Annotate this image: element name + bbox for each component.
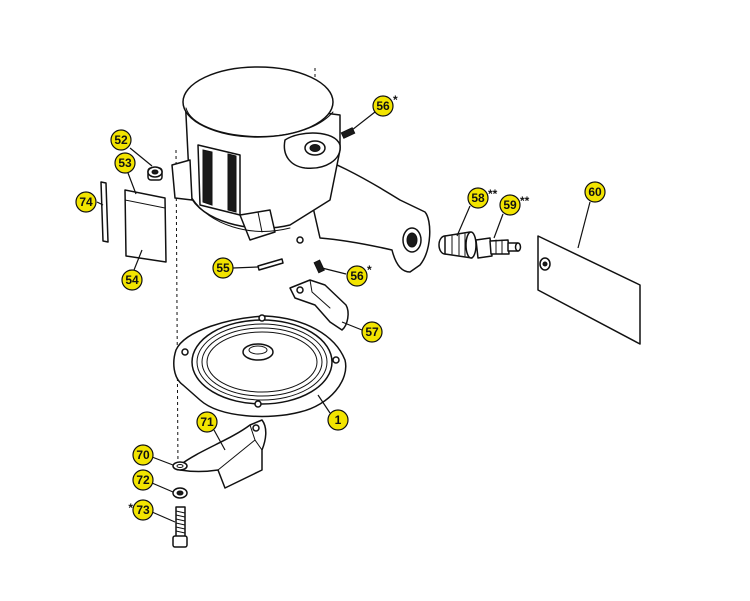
callout-72: 72 <box>132 469 154 491</box>
diaphragm-plate <box>173 314 347 418</box>
svg-text:73: 73 <box>136 503 150 517</box>
bolt-73 <box>172 506 188 548</box>
mounting-bracket <box>179 419 267 489</box>
gasket-74 <box>100 181 109 243</box>
svg-text:1: 1 <box>335 413 342 427</box>
pin-55 <box>257 258 284 271</box>
callout-1: 1 <box>327 409 349 431</box>
svg-text:56: 56 <box>376 99 390 113</box>
lock-washer-72 <box>172 487 188 499</box>
callout-71: 71 <box>196 411 218 433</box>
svg-text:**: ** <box>520 194 530 208</box>
svg-text:56: 56 <box>350 269 364 283</box>
fitting-58 <box>438 231 477 259</box>
fitting-52 <box>147 166 163 181</box>
fitting-59 <box>475 237 522 259</box>
svg-text:52: 52 <box>114 133 128 147</box>
callout-53: 53 <box>114 152 136 174</box>
svg-text:53: 53 <box>118 156 132 170</box>
svg-text:70: 70 <box>136 448 150 462</box>
svg-text:72: 72 <box>136 473 150 487</box>
svg-text:57: 57 <box>365 325 379 339</box>
svg-text:74: 74 <box>79 195 93 209</box>
callout-54: 54 <box>121 269 143 291</box>
svg-text:58: 58 <box>471 191 485 205</box>
callout-55: 55 <box>212 257 234 279</box>
washer-70 <box>172 461 188 471</box>
screw-56-bottom <box>313 259 325 274</box>
callout-57: 57 <box>361 321 383 343</box>
svg-text:**: ** <box>488 187 498 201</box>
pump-housing <box>171 66 431 273</box>
callout-59: 59 ** <box>499 194 530 216</box>
callout-74: 74 <box>75 191 97 213</box>
svg-text:55: 55 <box>216 261 230 275</box>
tag-60 <box>537 235 641 345</box>
label-plate-53-54 <box>124 189 167 263</box>
assembly-axis-line <box>175 149 179 471</box>
screw-56-top <box>340 127 356 139</box>
callout-56-bottom: 56 * <box>346 263 372 287</box>
callout-56-top: 56 * <box>372 93 398 117</box>
callout-52: 52 <box>110 129 132 151</box>
callout-58: 58 ** <box>467 187 498 209</box>
svg-text:71: 71 <box>200 415 214 429</box>
leader-lines <box>96 111 591 523</box>
svg-text:*: * <box>128 501 133 515</box>
svg-text:54: 54 <box>125 273 139 287</box>
svg-text:*: * <box>393 93 398 107</box>
lever-57 <box>289 279 349 331</box>
svg-text:60: 60 <box>588 185 602 199</box>
callout-60: 60 <box>584 181 606 203</box>
svg-text:59: 59 <box>503 198 517 212</box>
callout-70: 70 <box>132 444 154 466</box>
callout-73: * 73 <box>128 499 154 521</box>
svg-text:*: * <box>367 263 372 277</box>
